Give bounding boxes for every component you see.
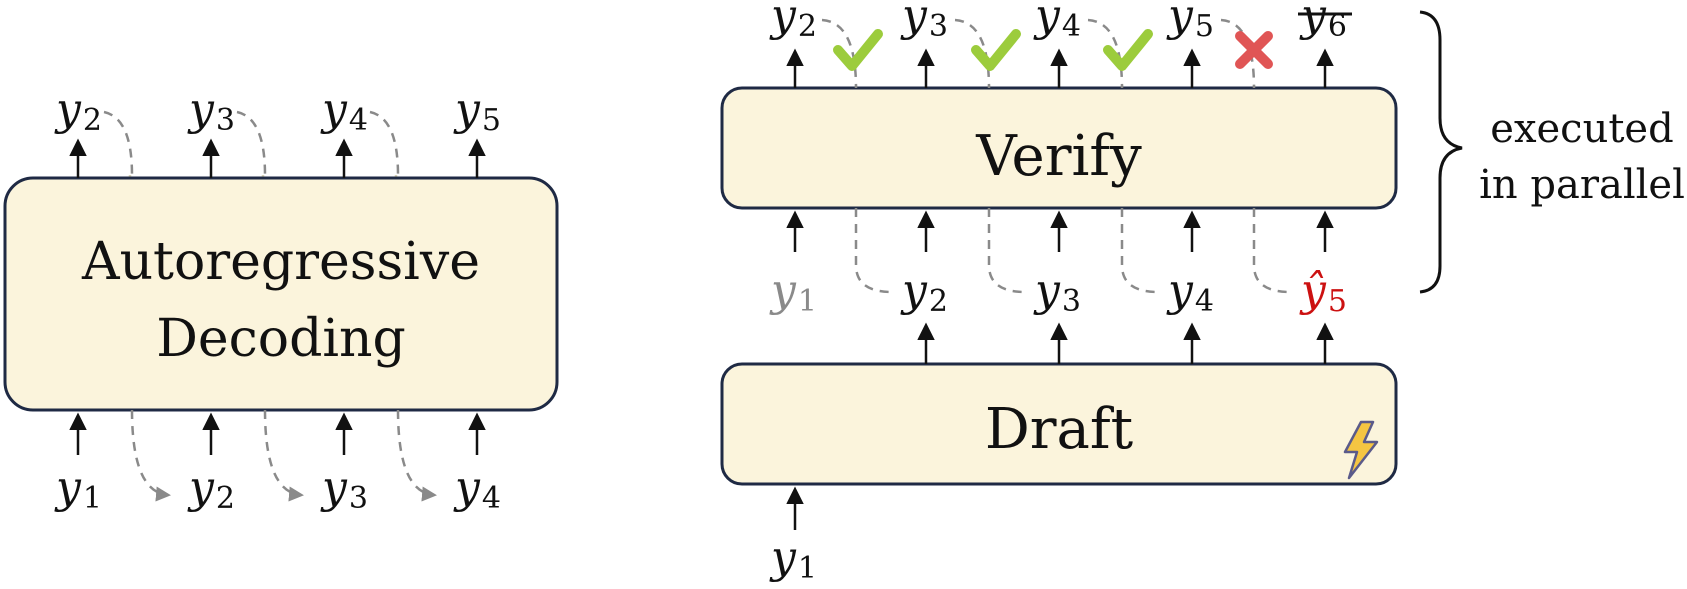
check-icon — [833, 29, 883, 71]
ar-input-token: y2 — [187, 462, 235, 516]
verify-output-token-rejected: y6 — [1299, 0, 1347, 44]
verify-output-token: y5 — [1166, 0, 1214, 44]
verify-input-labels: y1 y2 y3 y4 ŷ5 — [769, 265, 1347, 319]
draft-output-arrows — [917, 322, 1334, 364]
verify-input-token: y2 — [900, 265, 948, 319]
lightning-icon — [1343, 420, 1379, 480]
verify-feedback-paths — [821, 18, 1291, 294]
ar-output-token: y2 — [54, 84, 102, 138]
draft-label: Draft — [985, 397, 1134, 462]
parallel-brace — [1419, 10, 1463, 294]
verify-label: Verify — [975, 124, 1142, 189]
cross-icon — [1235, 31, 1273, 69]
ar-input-labels: y1 y2 y3 y4 — [54, 462, 501, 516]
check-icon — [971, 29, 1021, 71]
verify-output-labels: y2 y3 y4 y5 y6 — [769, 0, 1352, 44]
autoregressive-panel: Autoregressive Decoding y2 y — [3, 84, 559, 516]
ar-input-arrows — [69, 412, 486, 455]
autoregressive-label-line2: Decoding — [156, 309, 406, 369]
verify-output-token: y3 — [900, 0, 948, 44]
ar-output-token: y3 — [187, 84, 235, 138]
verify-output-arrows — [786, 48, 1334, 88]
check-icon — [1103, 29, 1153, 71]
parallel-annotation-line1: executed — [1490, 106, 1673, 152]
autoregressive-label-line1: Autoregressive — [81, 232, 480, 292]
parallel-annotation-line2: in parallel — [1479, 162, 1685, 208]
verify-input-token-faded: y1 — [769, 265, 817, 319]
ar-input-token: y4 — [453, 462, 501, 516]
draft-input-token: y1 — [769, 532, 817, 586]
ar-feedback-paths — [103, 110, 437, 502]
verify-output-token: y4 — [1033, 0, 1081, 44]
ar-input-token: y1 — [54, 462, 102, 516]
speculative-panel: Verify Draft — [720, 0, 1685, 586]
autoregressive-box — [3, 176, 559, 412]
ar-output-labels: y2 y3 y4 y5 — [54, 84, 501, 138]
verify-input-arrows — [786, 210, 1334, 252]
ar-input-token: y3 — [320, 462, 368, 516]
verify-output-token: y2 — [769, 0, 817, 44]
verify-input-token-rejected: ŷ5 — [1299, 265, 1347, 319]
ar-output-token: y4 — [320, 84, 368, 138]
ar-output-arrows — [69, 138, 486, 178]
verify-input-token: y3 — [1033, 265, 1081, 319]
verify-input-token: y4 — [1166, 265, 1214, 319]
ar-output-token: y5 — [453, 84, 501, 138]
